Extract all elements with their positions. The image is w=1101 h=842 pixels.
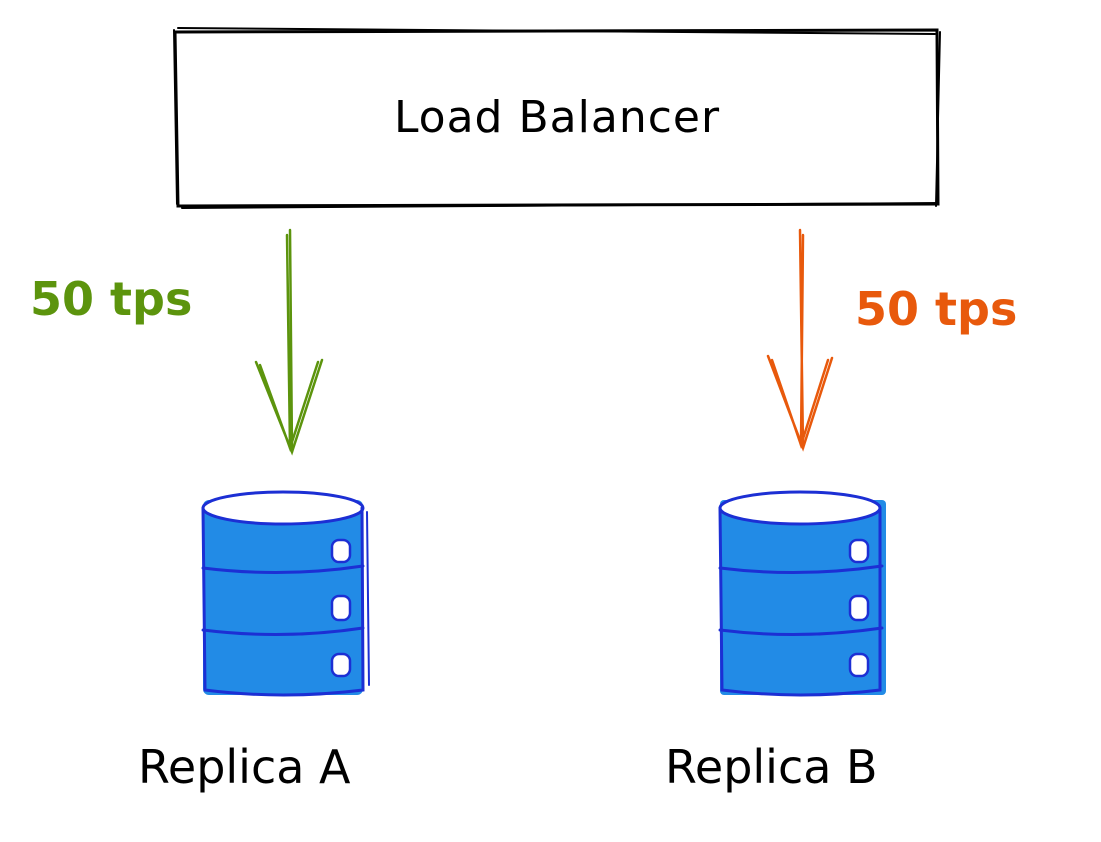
database-icon-replica-b[interactable] (718, 490, 886, 697)
replica-b-label: Replica B (665, 740, 878, 794)
arrow-green (254, 228, 324, 456)
load-balancer-label: Load Balancer (393, 92, 721, 143)
arrow-orange (766, 228, 834, 452)
flow-rate-label-a: 50 tps (30, 272, 193, 326)
replica-a-label: Replica A (138, 740, 351, 794)
database-icon-replica-a[interactable] (201, 490, 370, 697)
load-balancer-box[interactable] (173, 27, 941, 209)
flow-rate-label-b: 50 tps (855, 282, 1018, 336)
